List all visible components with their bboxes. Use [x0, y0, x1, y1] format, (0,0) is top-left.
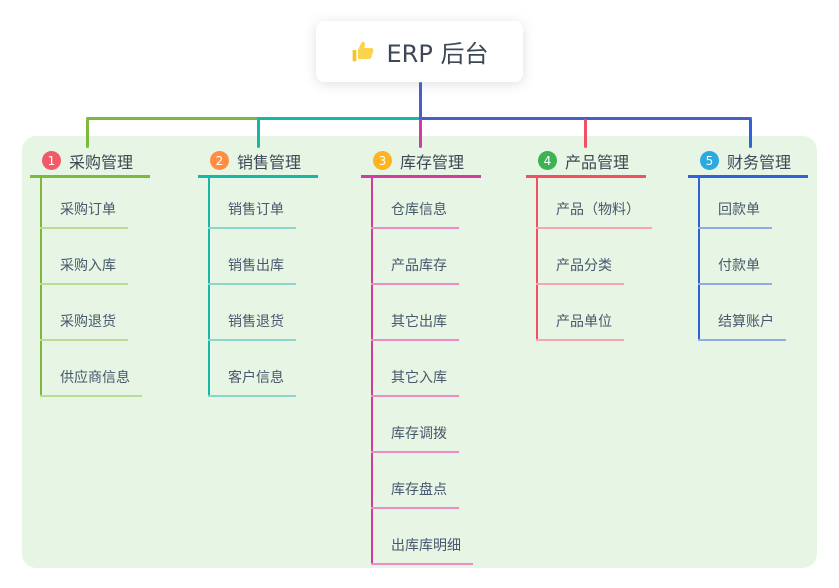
root-stem-line: [419, 82, 422, 119]
bus-line-branch1: [86, 117, 259, 120]
branch-item-label: 产品分类: [536, 255, 624, 285]
branch-index-badge: 5: [700, 151, 719, 170]
branch-item[interactable]: 产品分类: [536, 229, 646, 285]
branch-5: 5 财务管理回款单付款单结算账户: [688, 146, 808, 341]
branch-index-badge: 2: [210, 151, 229, 170]
drop-line-branch2: [257, 119, 260, 148]
branch-item-label: 产品库存: [371, 255, 459, 285]
branch-index-badge: 3: [373, 151, 392, 170]
branch-index-badge: 4: [538, 151, 557, 170]
branch-item-label: 客户信息: [208, 367, 296, 397]
branch-item[interactable]: 产品库存: [371, 229, 481, 285]
branch-item[interactable]: 采购订单: [40, 178, 150, 229]
branch-item[interactable]: 库存盘点: [371, 453, 481, 509]
branch-item[interactable]: 其它出库: [371, 285, 481, 341]
branch-item[interactable]: 采购退货: [40, 285, 150, 341]
branch-items: 销售订单销售出库销售退货客户信息: [208, 178, 318, 397]
thumbs-up-icon: [351, 39, 377, 65]
root-label: ERP 后台: [386, 40, 489, 68]
branch-item[interactable]: 供应商信息: [40, 341, 150, 397]
branch-title-label: 财务管理: [727, 152, 792, 172]
branch-item-label: 结算账户: [698, 311, 786, 341]
branch-item-label: 销售退货: [208, 311, 296, 341]
branch-item-label: 供应商信息: [40, 367, 142, 397]
branch-item-label: 库存盘点: [371, 479, 459, 509]
branch-item[interactable]: 销售出库: [208, 229, 318, 285]
branch-item[interactable]: 采购入库: [40, 229, 150, 285]
branch-item-label: 销售出库: [208, 255, 296, 285]
branch-items: 仓库信息产品库存其它出库其它入库库存调拨库存盘点出库库明细: [371, 178, 481, 565]
branch-4: 4 产品管理产品（物料） 产品分类产品单位: [526, 146, 652, 341]
branch-title[interactable]: 3 库存管理: [361, 146, 481, 178]
branch-title-label: 产品管理: [565, 152, 630, 172]
branch-title[interactable]: 1 采购管理: [30, 146, 150, 178]
branch-item-label: 库存调拨: [371, 423, 459, 453]
branch-item[interactable]: 销售退货: [208, 285, 318, 341]
branch-item[interactable]: 客户信息: [208, 341, 318, 397]
branch-1: 1 采购管理采购订单采购入库采购退货供应商信息: [30, 146, 150, 397]
branch-title[interactable]: 4 产品管理: [526, 146, 646, 178]
branch-title-label: 库存管理: [400, 152, 465, 172]
branches-panel: [22, 136, 817, 568]
root-node[interactable]: ERP 后台: [316, 21, 523, 82]
branch-items: 采购订单采购入库采购退货供应商信息: [40, 178, 150, 397]
branch-item[interactable]: 产品单位: [536, 285, 646, 341]
branch-item-label: 采购入库: [40, 255, 128, 285]
branch-title-label: 采购管理: [69, 152, 134, 172]
branch-item[interactable]: 结算账户: [698, 285, 808, 341]
branch-item[interactable]: 库存调拨: [371, 397, 481, 453]
branch-item[interactable]: 销售订单: [208, 178, 318, 229]
branch-item-label: 采购订单: [40, 199, 128, 229]
branch-item-label: 产品（物料）: [536, 199, 652, 229]
branch-item[interactable]: 付款单: [698, 229, 808, 285]
branch-items: 产品（物料） 产品分类产品单位: [536, 178, 652, 341]
branch-item[interactable]: 出库库明细: [371, 509, 481, 565]
drop-line-branch3: [419, 119, 422, 148]
branch-item-label: 仓库信息: [371, 199, 459, 229]
branch-items: 回款单付款单结算账户: [698, 178, 808, 341]
bus-line-branch2: [257, 117, 421, 120]
branch-item-label: 采购退货: [40, 311, 128, 341]
branch-item-label: 回款单: [698, 199, 772, 229]
branch-item[interactable]: 其它入库: [371, 341, 481, 397]
branch-item[interactable]: 回款单: [698, 178, 808, 229]
branch-title-label: 销售管理: [237, 152, 302, 172]
branch-item[interactable]: 仓库信息: [371, 178, 481, 229]
branch-item-label: 出库库明细: [371, 535, 473, 565]
branch-item-label: 付款单: [698, 255, 772, 285]
branch-item-label: 其它出库: [371, 311, 459, 341]
drop-line-branch1: [86, 119, 89, 148]
branch-item-label: 其它入库: [371, 367, 459, 397]
bus-line-branch5: [419, 117, 752, 120]
branch-3: 3 库存管理仓库信息产品库存其它出库其它入库库存调拨库存盘点出库库明细: [361, 146, 481, 565]
branch-item[interactable]: 产品（物料）: [536, 178, 652, 229]
branch-index-badge: 1: [42, 151, 61, 170]
drop-line-branch4: [584, 119, 587, 148]
branch-2: 2 销售管理销售订单销售出库销售退货客户信息: [198, 146, 318, 397]
branch-title[interactable]: 5 财务管理: [688, 146, 808, 178]
branch-item-label: 销售订单: [208, 199, 296, 229]
branch-item-label: 产品单位: [536, 311, 624, 341]
drop-line-branch5: [749, 119, 752, 148]
branch-title[interactable]: 2 销售管理: [198, 146, 318, 178]
